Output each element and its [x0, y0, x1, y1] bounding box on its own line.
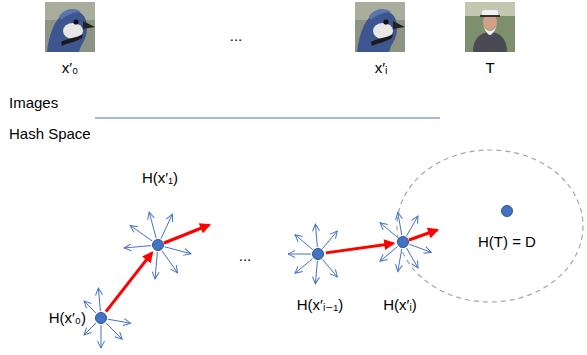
- hash-label: H(T) = D: [477, 233, 537, 251]
- step-arrow: [326, 243, 393, 252]
- hash-label: H(x′ᵢ): [382, 296, 418, 314]
- direction-arrow: [165, 247, 191, 254]
- direction-arrow: [101, 325, 102, 348]
- direction-arrow: [398, 249, 402, 272]
- direction-arrow: [407, 216, 419, 236]
- divider-line: [95, 118, 440, 119]
- direction-arrow: [398, 212, 402, 235]
- image-label: ...: [238, 247, 253, 265]
- direction-arrow: [380, 246, 398, 261]
- hash-point: H(x′ᵢ): [397, 236, 409, 248]
- person-thumbnail: [465, 2, 515, 52]
- row-label: Hash Space: [8, 125, 92, 143]
- step-arrow: [106, 253, 152, 312]
- direction-arrow: [124, 246, 151, 248]
- hash-point: H(x′₁): [152, 239, 164, 251]
- hash-label: H(x′₁): [141, 169, 179, 187]
- direction-arrow: [288, 254, 311, 255]
- image-label: x′₀: [61, 59, 80, 77]
- direction-arrow: [380, 223, 398, 238]
- step-arrow: [409, 230, 437, 240]
- direction-arrow: [149, 212, 156, 238]
- direction-arrow: [322, 231, 337, 249]
- hash-point: H(x′ᵢ₋₁): [312, 248, 324, 260]
- direction-arrow: [162, 251, 177, 273]
- hash-point: H(x′₀): [95, 312, 107, 324]
- image-label: x′ᵢ: [374, 59, 389, 77]
- bird-thumbnail: [45, 2, 95, 52]
- direction-arrow: [322, 259, 337, 277]
- direction-arrow: [130, 225, 152, 240]
- hash-label: H(x′ᵢ₋₁): [296, 296, 344, 314]
- image-label: ...: [229, 27, 244, 45]
- bird-thumbnail: [355, 2, 405, 52]
- direction-arrow: [315, 261, 317, 284]
- direction-arrow: [106, 323, 122, 339]
- row-label: Images: [8, 94, 59, 112]
- hash-point: H(T) = D: [501, 205, 513, 217]
- direction-arrow: [410, 244, 432, 252]
- image-label: T: [484, 59, 495, 77]
- target-region: [397, 150, 583, 302]
- direction-arrow: [315, 224, 317, 247]
- direction-arrow: [98, 288, 100, 311]
- direction-arrow: [155, 252, 157, 279]
- direction-arrow: [161, 214, 172, 238]
- direction-arrows: [84, 212, 431, 348]
- direction-arrow: [295, 258, 313, 273]
- direction-arrow: [108, 319, 131, 323]
- direction-arrow: [407, 248, 419, 268]
- direction-arrow: [295, 235, 313, 250]
- step-arrow: [164, 225, 209, 243]
- hash-label: H(x′₀): [48, 309, 87, 327]
